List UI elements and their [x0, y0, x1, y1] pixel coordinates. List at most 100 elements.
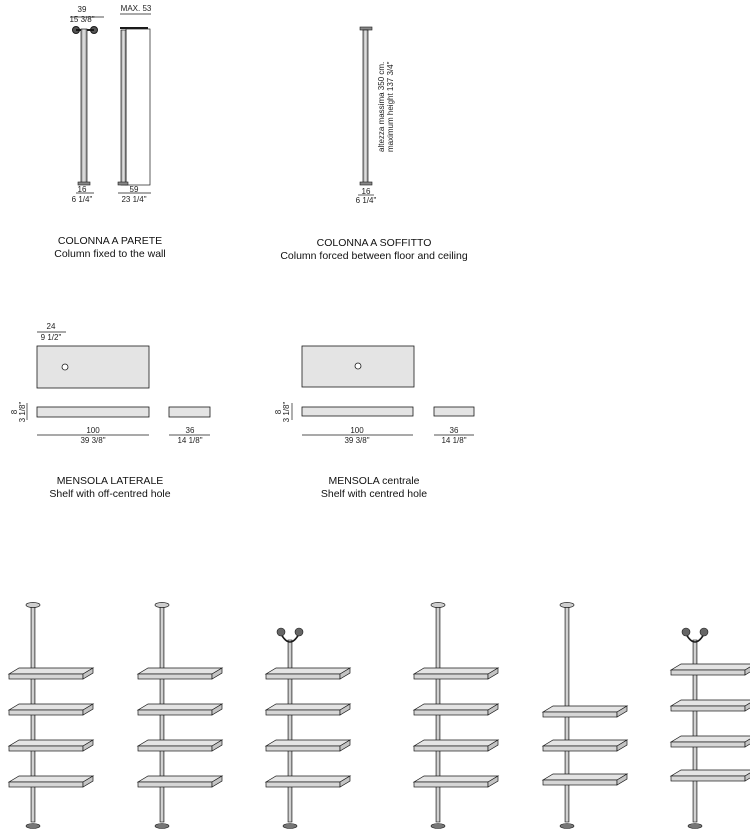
- shelf-top: [136, 703, 224, 711]
- shelf-front: [670, 669, 746, 676]
- caption-colonna-parete: COLONNA A PARETE Column fixed to the wal…: [30, 235, 190, 261]
- shelf-ctr-depth-in: 14 1/8": [441, 436, 466, 445]
- shelf-off-thick-in: 3 1/8": [18, 402, 27, 423]
- configuration-6: [669, 627, 750, 829]
- shelf-top: [7, 739, 95, 747]
- hanger-knob: [681, 627, 691, 637]
- shelf-off-offset-cm: 24: [47, 322, 56, 331]
- shelf-side: [744, 702, 750, 712]
- col-wall-base-in: 6 1/4": [72, 195, 93, 204]
- shelf-top: [7, 775, 95, 783]
- col-wall-top-in: 15 3/8": [69, 15, 94, 24]
- caption-subtitle: Column fixed to the wall: [54, 248, 166, 260]
- shelf-side: [487, 775, 499, 788]
- configuration-4: [412, 602, 500, 829]
- col-ceiling-height-en: maximum height 137 3/4": [386, 61, 395, 152]
- shelf-side: [339, 703, 351, 716]
- shelf-front: [265, 709, 341, 716]
- floor-base: [687, 823, 703, 829]
- caption-title: MENSOLA centrale: [328, 475, 420, 487]
- caption-subtitle: Shelf with off-centred hole: [49, 488, 171, 500]
- shelf-side: [82, 739, 94, 752]
- shelf-side: [616, 739, 628, 752]
- shelf-top: [264, 667, 352, 675]
- shelf-front: [413, 745, 489, 752]
- shelf-side: [211, 739, 223, 752]
- col-ceiling-base-in: 6 1/4": [356, 196, 377, 205]
- hanger-arm: [280, 633, 300, 643]
- caption-subtitle: Shelf with centred hole: [320, 488, 428, 500]
- shelf-off-depth-cm: 36: [186, 426, 195, 435]
- shelf-side: [211, 775, 223, 788]
- shelf-top: [264, 703, 352, 711]
- shelf-side: [82, 703, 94, 716]
- shelf-top: [541, 739, 629, 747]
- shelf-front: [670, 705, 746, 712]
- ceiling-disc: [559, 602, 575, 608]
- col-wall-depth-cm: 59: [130, 185, 139, 194]
- caption-title: COLONNA A SOFFITTO: [316, 237, 432, 249]
- shelf-side: [211, 703, 223, 716]
- pole: [287, 639, 293, 823]
- shelf-off-width-in: 39 3/8": [80, 436, 105, 445]
- configuration-5: [541, 602, 629, 829]
- shelf-front: [137, 745, 213, 752]
- shelf-top: [136, 775, 224, 783]
- configuration-3: [264, 627, 352, 829]
- caption-colonna-soffitto: COLONNA A SOFFITTO Column forced between…: [264, 237, 484, 263]
- shelf-front: [265, 781, 341, 788]
- shelf-top: [541, 773, 629, 781]
- ceiling-disc: [154, 602, 170, 608]
- col-wall-base-cm: 16: [78, 185, 87, 194]
- col-wall-top-cm: 39: [78, 5, 87, 14]
- floor-base: [282, 823, 298, 829]
- shelf-side: [82, 775, 94, 788]
- shelf-off-width-cm: 100: [86, 426, 100, 435]
- shelf-front: [265, 745, 341, 752]
- floor-base: [559, 823, 575, 829]
- shelf-top: [412, 667, 500, 675]
- shelf-front: [670, 775, 746, 782]
- col-wall-depth-in: 23 1/4": [121, 195, 146, 204]
- shelf-top: [264, 739, 352, 747]
- shelf-front: [8, 781, 84, 788]
- shelf-front: [265, 673, 341, 680]
- shelf-side: [339, 739, 351, 752]
- caption-title: MENSOLA LATERALE: [56, 475, 164, 487]
- column-ceiling-view: [358, 26, 374, 196]
- floor-base: [154, 823, 170, 829]
- shelf-side: [487, 667, 499, 680]
- shelf-top: [669, 735, 750, 743]
- shelf-side: [487, 739, 499, 752]
- configuration-1: [7, 602, 95, 829]
- floor-base: [430, 823, 446, 829]
- hanger-arm: [685, 633, 705, 643]
- caption-title: COLONNA A PARETE: [57, 235, 163, 247]
- shelf-front: [542, 745, 618, 752]
- shelf-front: [137, 673, 213, 680]
- shelf-front: [137, 709, 213, 716]
- col-wall-max: MAX. 53: [121, 4, 152, 13]
- shelf-front: [413, 781, 489, 788]
- shelf-top: [264, 775, 352, 783]
- shelf-side: [744, 772, 750, 782]
- shelf-ctr-width-in: 39 3/8": [344, 436, 369, 445]
- shelf-top: [7, 667, 95, 675]
- pole: [692, 639, 698, 823]
- column-wall-front-view: [70, 16, 104, 194]
- shelf-front: [8, 745, 84, 752]
- shelf-ctr-thick-cm: 8: [274, 409, 283, 414]
- col-ceiling-base-cm: 16: [362, 187, 371, 196]
- shelf-side: [339, 775, 351, 788]
- shelf-ctr-width-cm: 100: [350, 426, 364, 435]
- shelf-front: [8, 673, 84, 680]
- shelf-off-offset-in: 9 1/2": [41, 333, 62, 342]
- shelf-front: [542, 779, 618, 786]
- shelf-side: [744, 666, 750, 676]
- shelf-side: [487, 703, 499, 716]
- floor-base: [25, 823, 41, 829]
- caption-subtitle: Column forced between floor and ceiling: [280, 250, 468, 262]
- shelf-top: [7, 703, 95, 711]
- shelf-off-depth-in: 14 1/8": [177, 436, 202, 445]
